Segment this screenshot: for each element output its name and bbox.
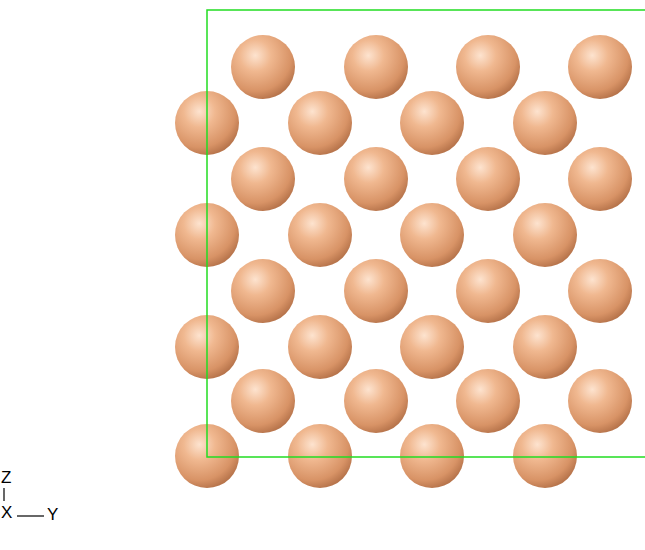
y-axis-line: [17, 515, 44, 516]
atom-sphere: [513, 203, 577, 267]
z-axis-line: [3, 488, 4, 501]
atom-sphere: [344, 259, 408, 323]
atom-sphere: [231, 259, 295, 323]
axis-label: Y: [47, 506, 58, 523]
atom-sphere: [456, 35, 520, 99]
axis-label: Z: [1, 469, 11, 486]
atom-sphere: [568, 259, 632, 323]
atom-sphere: [513, 91, 577, 155]
atom-sphere: [456, 259, 520, 323]
atom-sphere: [288, 315, 352, 379]
cell-outline: [207, 10, 645, 457]
atom-sphere: [400, 424, 464, 488]
atom-sphere: [568, 35, 632, 99]
atom-sphere: [513, 315, 577, 379]
atom-sphere: [288, 203, 352, 267]
atom-sphere: [231, 35, 295, 99]
axis-label: X: [1, 504, 12, 521]
atom-sphere: [344, 147, 408, 211]
atom-sphere: [288, 424, 352, 488]
cell-box: [207, 10, 645, 457]
atom-spheres: [175, 35, 632, 488]
atom-sphere: [568, 369, 632, 433]
atom-sphere: [344, 369, 408, 433]
atom-sphere: [513, 424, 577, 488]
atom-sphere: [456, 147, 520, 211]
atom-sphere: [456, 369, 520, 433]
atom-sphere: [344, 35, 408, 99]
atom-sphere: [568, 147, 632, 211]
atom-sphere: [288, 91, 352, 155]
atom-sphere: [400, 91, 464, 155]
atom-sphere: [231, 147, 295, 211]
atom-sphere: [400, 203, 464, 267]
atom-sphere: [231, 369, 295, 433]
atom-sphere: [400, 315, 464, 379]
